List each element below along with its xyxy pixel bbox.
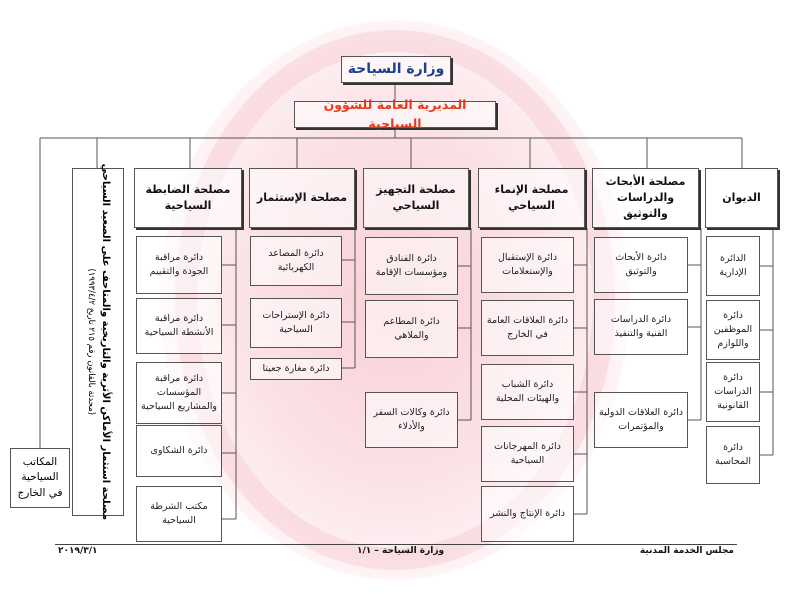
directorate-box: المديرية العامة للشؤون السياحية bbox=[294, 97, 496, 131]
footer-center: وزارة السياحة – ١/١ bbox=[357, 546, 445, 556]
dept-box: دائرة الإنتاج والنشر bbox=[481, 486, 574, 542]
dept-box: دائرة مراقبة الجودة والتقييم bbox=[136, 236, 222, 294]
dept-box: دائرة مراقبة الأنشطة السياحية bbox=[136, 298, 222, 354]
ministry-box: وزارة السياحة bbox=[341, 56, 451, 83]
dept-box: دائرة الشباب والهيئات المحلية bbox=[481, 364, 574, 420]
dept-box: دائرة وكالات السفر والأدلاء bbox=[365, 392, 458, 448]
dept-box: دائرة مغارة جعيتا bbox=[250, 358, 342, 380]
directorate-title: المديرية العامة للشؤون السياحية bbox=[323, 97, 467, 131]
dept-box: دائرة المصاعد الكهربائية bbox=[250, 236, 342, 286]
footer-rule bbox=[55, 544, 737, 545]
dept-box: دائرة الدراسات الفنية والتنفيذ bbox=[594, 299, 688, 355]
dept-box: دائرة المهرجانات السياحية bbox=[481, 426, 574, 482]
dept-box: دائرة الأبحاث والتوثيق bbox=[594, 237, 688, 293]
dept-box: دائرة الفنادق ومؤسسات الإقامة bbox=[365, 237, 458, 295]
unit-head-development: مصلحة الإنماء السياحي bbox=[478, 168, 585, 228]
dept-box: دائرة المحاسبة bbox=[706, 426, 760, 484]
unit-head-research: مصلحة الأبحاث والدراسات والتوثيق bbox=[592, 168, 699, 228]
offices-abroad-box: المكاتب السياحية في الخارج bbox=[10, 448, 70, 508]
dept-box: الدائرة الإدارية bbox=[706, 236, 760, 296]
dept-box: دائرة العلاقات العامة في الخارج bbox=[481, 300, 574, 356]
dept-box: دائرة الإستقبال والإستعلامات bbox=[481, 237, 574, 293]
dept-box: مكتب الشرطة السياحية bbox=[136, 486, 222, 542]
ministry-title: وزارة السياحة bbox=[347, 61, 445, 78]
unit-head-investment: مصلحة الإستثمار bbox=[249, 168, 355, 228]
dept-box: دائرة العلاقات الدولية والمؤتمرات bbox=[594, 392, 688, 448]
dept-box: دائرة الموظفين واللوازم bbox=[706, 300, 760, 360]
dept-box: دائرة الدراسات القانونية bbox=[706, 362, 760, 422]
footer-date: ٢٠١٩/٣/١ bbox=[58, 546, 98, 556]
unit-head-diwan: الديوان bbox=[705, 168, 778, 228]
dept-box: دائرة مراقبة المؤسسات والمشاريع السياحية bbox=[136, 362, 222, 424]
dept-box: دائرة الإستراحات السياحية bbox=[250, 298, 342, 348]
heritage-note: (محدثة بالقانون رقم ٢١٥ تاريخ ١٩٩٣/٤/٢) bbox=[85, 268, 96, 416]
dept-box: دائرة المطاعم والملاهي bbox=[365, 300, 458, 358]
unit-head-equipment: مصلحة التجهيز السياحي bbox=[363, 168, 469, 228]
unit-head-heritage: مصلحة استثمار الأماكن الأثرية والتاريخية… bbox=[72, 164, 124, 520]
dept-box: دائرة الشكاوى bbox=[136, 425, 222, 477]
heritage-title: مصلحة استثمار الأماكن الأثرية والتاريخية… bbox=[99, 163, 111, 521]
unit-head-police: مصلحة الضابطة السياحية bbox=[134, 168, 242, 228]
footer-right: مجلس الخدمة المدنية bbox=[639, 546, 734, 556]
